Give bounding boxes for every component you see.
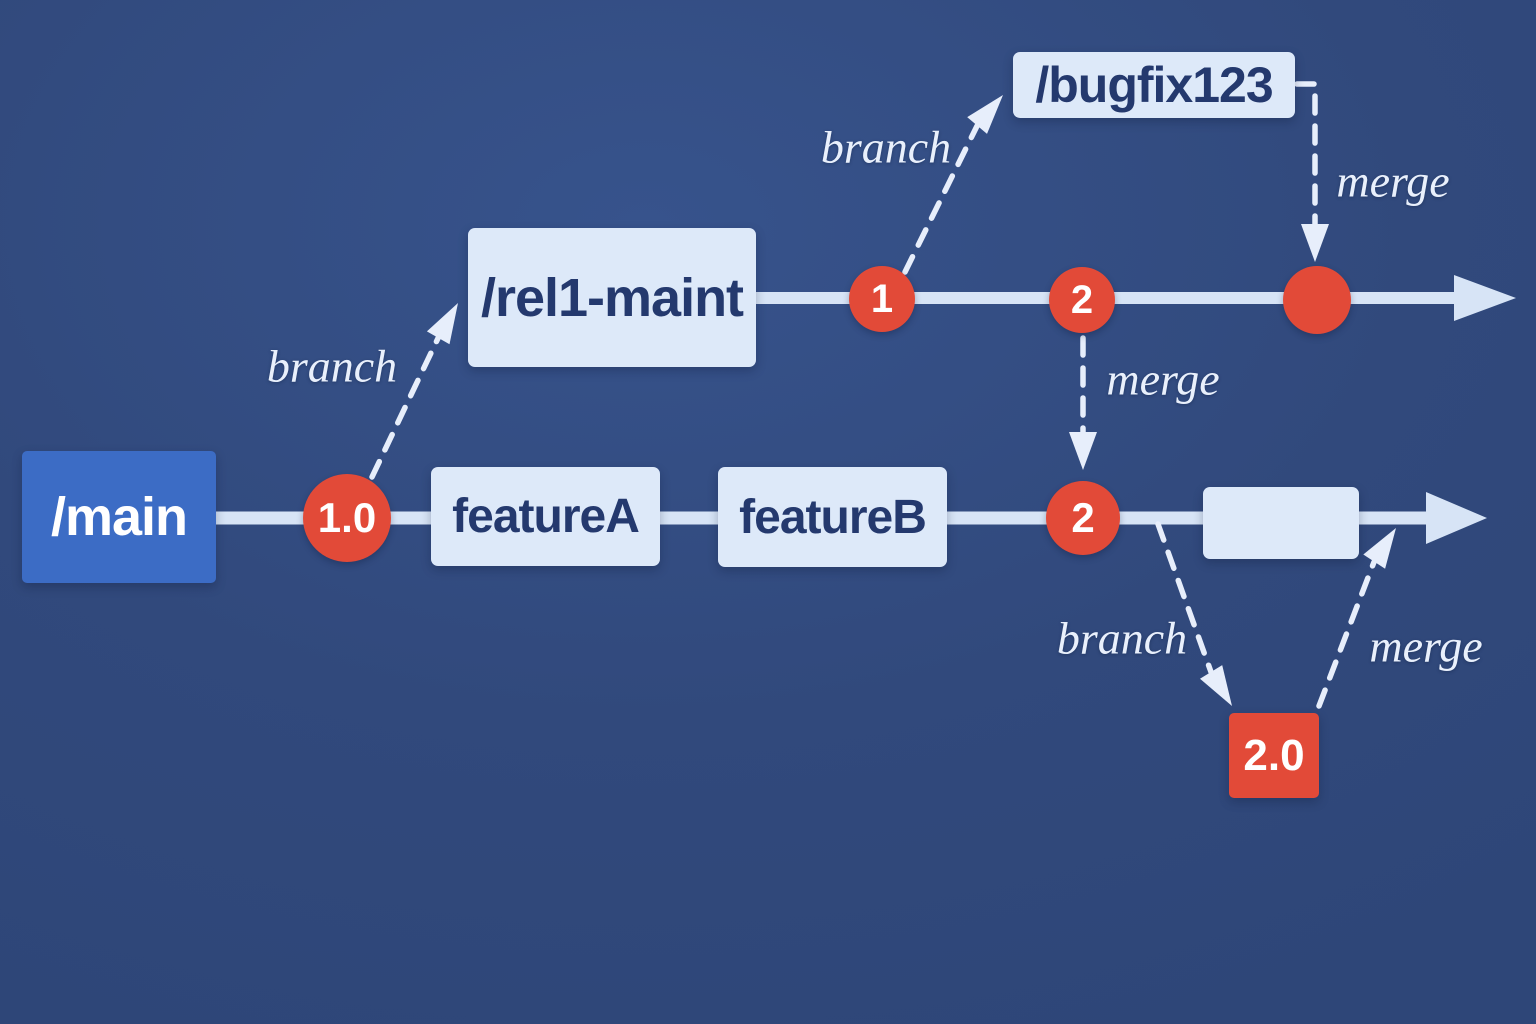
- commit-box-feature-b-label: featureB: [739, 490, 927, 544]
- node-main-merge-2-label: 2: [1071, 494, 1095, 541]
- merge-arrow-rel1-to-main-arrowhead: [1069, 432, 1097, 470]
- merge-arrow-bugfix-to-rel1-arrowhead: [1301, 224, 1329, 262]
- node-rel1-commit-1-label: 1: [870, 276, 894, 321]
- edge-label-merge-rel1-to-main: merge: [1106, 353, 1220, 405]
- branch-arrow-main-to-2-0-arrowhead: [1200, 665, 1232, 706]
- commit-box-feature-a: featureA: [431, 467, 660, 566]
- branch-arrow-rel1-to-bugfix: [902, 123, 980, 275]
- main-timeline-arrowhead: [1426, 492, 1487, 544]
- node-rel1-commit-2: 2: [1049, 267, 1115, 333]
- branch-box-bugfix123-label: /bugfix123: [1035, 57, 1273, 113]
- branch-box-main: /main: [22, 451, 216, 583]
- tag-box-2-0-label: 2.0: [1243, 730, 1305, 780]
- branch-arrow-rel1-to-bugfix-arrowhead: [967, 95, 1003, 134]
- tag-box-2-0: 2.0: [1229, 713, 1319, 798]
- node-main-tag-1-0: 1.0: [303, 474, 391, 562]
- edge-label-merge-bugfix-to-rel1: merge: [1336, 155, 1450, 207]
- node-rel1-commit-1: 1: [849, 266, 915, 332]
- branch-arrow-main-to-rel1: [369, 331, 443, 480]
- merge-arrow-bugfix-to-rel1: [1294, 81, 1318, 229]
- edge-label-branch-main-to-rel1: branch: [266, 340, 398, 392]
- branch-arrow-main-to-2-0: [1155, 521, 1214, 675]
- commit-box-feature-b: featureB: [718, 467, 947, 567]
- node-rel1-merge-commit: [1283, 266, 1351, 334]
- merge-arrow-2-0-to-main-arrowhead: [1363, 528, 1396, 569]
- branch-box-bugfix123: /bugfix123: [1013, 52, 1295, 118]
- rel1-timeline-arrowhead: [1454, 275, 1516, 321]
- branch-arrow-main-to-rel1-arrowhead: [426, 303, 458, 345]
- commit-box-unnamed: [1203, 487, 1359, 559]
- branch-box-rel1-maint: /rel1-maint: [468, 228, 756, 367]
- commit-box-feature-a-label: featureA: [452, 490, 640, 543]
- node-rel1-commit-2-label: 2: [1070, 277, 1094, 322]
- edge-label-branch-main-to-2-0: branch: [1056, 612, 1188, 664]
- branch-box-rel1-maint-label: /rel1-maint: [480, 267, 744, 328]
- branch-box-main-label: /main: [50, 487, 188, 547]
- node-main-merge-2: 2: [1046, 481, 1120, 555]
- edge-label-branch-rel1-to-bugfix: branch: [820, 121, 952, 173]
- edge-label-merge-2-0-to-main: merge: [1369, 620, 1483, 672]
- node-main-tag-1-0-label: 1.0: [317, 494, 377, 541]
- merge-arrow-2-0-to-main: [1316, 559, 1377, 709]
